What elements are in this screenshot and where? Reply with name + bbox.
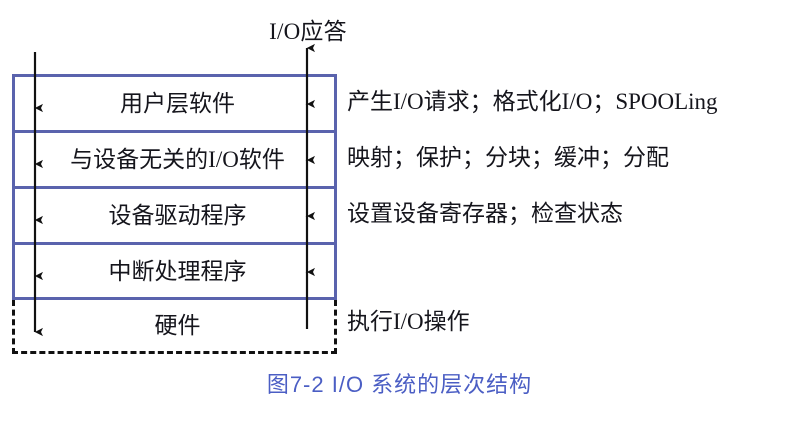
layer-label: 与设备无关的I/O软件 <box>70 146 285 172</box>
io-response-label: I/O应答 <box>269 19 347 44</box>
annotation-hardware: 执行I/O操作 <box>347 309 470 334</box>
hardware-label: 硬件 <box>154 312 201 338</box>
figure-caption: 图7-2 I/O 系统的层次结构 <box>266 372 533 397</box>
hardware-box: 硬件 <box>12 300 337 354</box>
layer-box-user-software: 用户层软件 <box>15 77 334 133</box>
annotation-device-driver: 设置设备寄存器；检查状态 <box>347 201 623 226</box>
layer-box-interrupt-handler: 中断处理程序 <box>15 245 334 298</box>
layer-box-device-driver: 设备驱动程序 <box>15 189 334 245</box>
annotation-device-independent-software: 映射；保护；分块；缓冲；分配 <box>347 145 669 170</box>
software-layer-stack: 用户层软件 与设备无关的I/O软件 设备驱动程序 中断处理程序 <box>12 74 337 300</box>
layer-box-device-independent-software: 与设备无关的I/O软件 <box>15 133 334 189</box>
layer-label: 设备驱动程序 <box>108 202 247 228</box>
layer-label: 用户层软件 <box>120 90 235 116</box>
annotation-user-software: 产生I/O请求；格式化I/O；SPOOLing <box>347 89 718 114</box>
layer-label: 中断处理程序 <box>108 258 247 284</box>
